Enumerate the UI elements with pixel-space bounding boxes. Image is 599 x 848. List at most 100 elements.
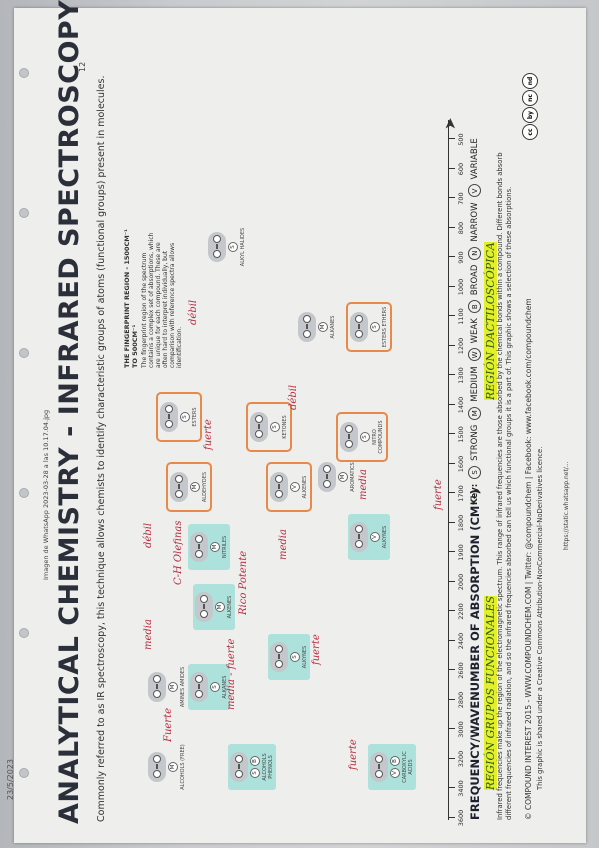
group-label: ALKENES [227,595,233,619]
axis-tick [448,699,455,700]
axis-tick-label: 500 [457,133,465,146]
axis-tick-label: 3400 [457,780,465,797]
intensity-badge: M [318,322,328,332]
group-label: ALKYL HALIDES [240,227,246,267]
key-text: BROAD [469,264,480,296]
axis-tick [448,227,455,228]
description: Infrared frequencies make up the region … [496,152,513,820]
axis-tick-label: 800 [457,221,465,235]
footer-credit: © COMPOUND INTEREST 2015 - WWW.COMPOUNDC… [524,298,533,820]
cc-badge-icon: nd [522,73,538,89]
intensity-badge: M [168,682,178,692]
molecule-bond-icon [370,752,388,782]
intensity-badge: S [180,412,190,422]
group-label: ESTERS ETHERS [382,306,388,348]
fingerprint-note: THE FINGERPRINT REGION - 1500CM⁻¹ TO 500… [123,228,183,368]
axis-tick [448,138,455,140]
axis-tick-label: 2800 [457,691,465,709]
axis-tick [448,315,455,317]
axis-tick-label: 1000 [457,278,465,296]
axis-tick-label: 900 [457,251,465,264]
axis-tick [448,669,455,671]
axis-tick [448,640,455,641]
page-title: ANALYTICAL CHEMISTRY - INFRARED SPECTROS… [54,0,85,824]
group-label: ALCOHOLS (FREE) [180,744,186,790]
axis-tick-label: 2200 [457,603,465,620]
axis-tick [448,256,455,258]
axis-tick [448,817,455,818]
handwritten-note: débil [188,299,199,325]
molecule-bond-icon [195,592,213,622]
axis-tick-label: 600 [457,162,465,176]
molecule-bond-icon [160,402,178,432]
key-label: Key: [469,483,480,505]
cc-badge-icon: cc [522,124,538,140]
axis-tick [448,168,455,169]
punch-hole [19,628,29,638]
handwritten-note: media [358,469,369,500]
axis-tick-label: 1100 [457,308,465,325]
intensity-badge: M [168,762,178,772]
molecule-bond-icon [208,232,226,262]
axis-title: FREQUENCY/WAVENUMBER OF ABSORPTION (CM⁻¹… [468,489,482,820]
axis-tick-label: 3000 [457,721,465,738]
handwritten-note: C-H Olefinas [173,520,184,585]
handwritten-note: fuerte [433,479,444,510]
key-code: N [468,246,481,260]
handwritten-note: fuerte [348,739,359,770]
axis-tick-label: 1300 [457,367,465,384]
handwritten-note: débil [143,522,154,548]
axis-tick-label: 2400 [457,632,465,650]
handwritten-note: fuerte [203,419,214,450]
intensity-badge: V [290,482,300,492]
key-text: MEDIUM [469,366,480,402]
handwritten-note: media [278,529,289,560]
group-label: NITRO COMPOUNDS [372,420,384,454]
group-label: NITRILES [222,535,228,559]
fingerprint-body: The fingerprint region of the spectrum c… [141,232,183,368]
photo-url: https://static.whatsapp.net/... [563,461,570,550]
group-label: ALKYNES [302,645,308,669]
molecule-bond-icon [340,422,358,452]
date-stamp: 23/5/2023 [6,758,15,800]
handwritten-note: fuerte [311,634,322,665]
axis-tick [448,345,455,346]
intensity-badge: M [190,482,200,492]
handwritten-note: Rico Potente [238,550,249,615]
key-text: WEAK [469,318,480,344]
fingerprint-title: THE FINGERPRINT REGION - 1500CM⁻¹ TO 500… [123,229,139,368]
key-text: STRONG [469,424,480,461]
axis-tick-label: 1800 [457,514,465,532]
intensity-badge: B [250,756,260,766]
axis-tick-label: 1700 [457,485,465,502]
punch-hole [19,768,29,778]
axis-tick [448,463,455,464]
intensity-badge: S [360,432,370,442]
punch-hole [19,488,29,498]
axis-tick [448,522,455,523]
axis-tick [448,787,455,789]
intensity-badge: S [270,422,280,432]
whatsapp-caption: Imagen de WhatsApp 2023-03-28 a las 10.1… [42,409,50,580]
group-label: KETONES [282,415,288,439]
intensity-badge: S [370,322,380,332]
molecule-bond-icon [318,462,336,492]
intensity-badge: M [215,602,225,612]
intensity-badge: S [210,682,220,692]
intensity-badge: V [370,532,380,542]
axis-tick [448,197,455,199]
axis-tick-label: 1500 [457,426,465,443]
